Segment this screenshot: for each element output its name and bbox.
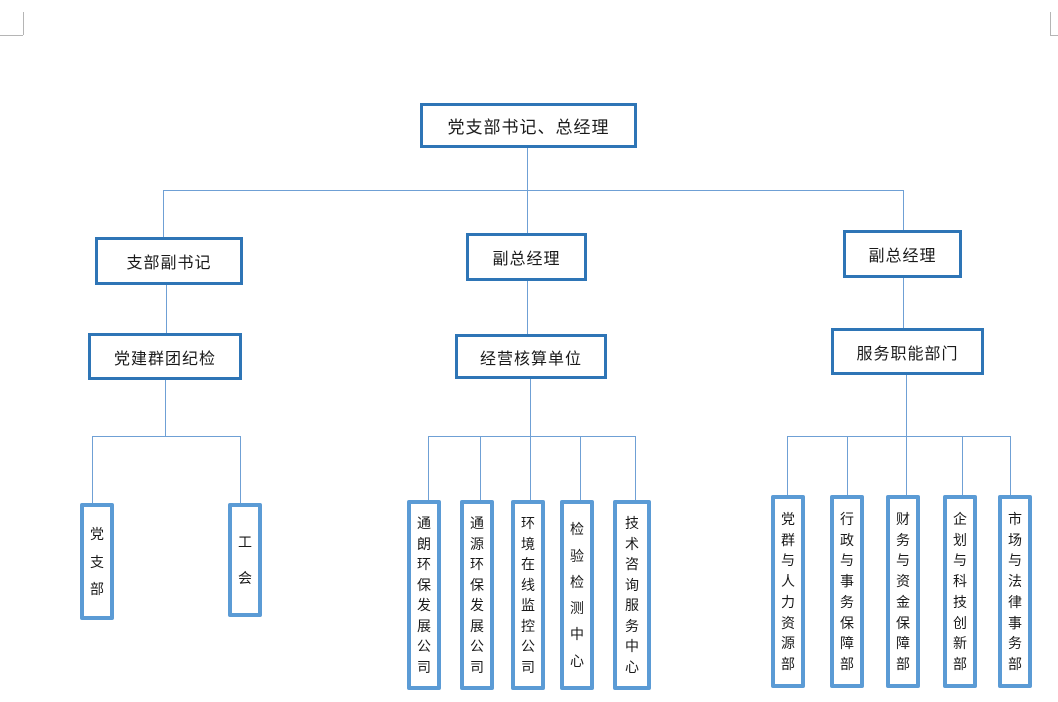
node-label: 服务职能部门: [856, 345, 959, 363]
node-deputy-general-manager-center[interactable]: 副总经理: [466, 233, 587, 281]
connector-line: [787, 436, 1011, 437]
node-business-accounting-units[interactable]: 经营核算单位: [455, 334, 607, 379]
connector-line: [428, 436, 429, 500]
connector-line: [580, 436, 581, 500]
node-admin-affairs-department[interactable]: 行政与事务保障部: [830, 495, 864, 688]
connector-line: [906, 375, 907, 436]
crop-mark-top-left-horizontal: [0, 35, 23, 36]
node-deputy-general-manager-right[interactable]: 副总经理: [843, 230, 962, 278]
node-label: 副总经理: [492, 251, 561, 268]
connector-line: [527, 190, 528, 234]
connector-line: [906, 436, 907, 495]
node-service-function-departments[interactable]: 服务职能部门: [831, 328, 984, 375]
connector-line: [787, 436, 788, 495]
node-labor-union[interactable]: 工会: [228, 503, 262, 617]
connector-line: [480, 436, 481, 500]
node-party-hr-department[interactable]: 党群与人力资源部: [771, 495, 805, 688]
node-technical-consulting-center[interactable]: 技术咨询服务中心: [613, 500, 651, 690]
connector-line: [903, 190, 904, 231]
connector-line: [527, 281, 528, 334]
connector-line: [163, 190, 164, 237]
node-deputy-branch-secretary[interactable]: 支部副书记: [95, 237, 243, 285]
node-online-monitoring-company[interactable]: 环境在线监控公司: [511, 500, 545, 690]
node-inspection-testing-center[interactable]: 检验检测中心: [560, 500, 594, 690]
connector-line: [530, 379, 531, 436]
connector-line: [165, 380, 166, 436]
node-planning-technology-department[interactable]: 企划与科技创新部: [943, 495, 977, 688]
connector-line: [527, 148, 528, 190]
connector-line: [240, 436, 241, 503]
connector-line: [92, 436, 93, 503]
node-label: 支部副书记: [126, 255, 212, 272]
connector-line: [847, 436, 848, 495]
connector-line: [428, 436, 636, 437]
node-party-group-discipline[interactable]: 党建群团纪检: [88, 333, 242, 380]
connector-line: [166, 285, 167, 333]
node-label: 党支部书记、总经理: [447, 118, 610, 137]
crop-mark-top-right-horizontal: [1050, 35, 1058, 36]
connector-line: [530, 436, 531, 500]
node-party-secretary-general-manager[interactable]: 党支部书记、总经理: [420, 103, 637, 148]
crop-mark-top-left-vertical: [23, 12, 24, 35]
connector-line: [163, 190, 904, 191]
node-market-legal-department[interactable]: 市场与法律事务部: [998, 495, 1032, 688]
node-tonglang-environmental-company[interactable]: 通朗环保发展公司: [407, 500, 441, 690]
connector-line: [635, 436, 636, 500]
node-finance-funds-department[interactable]: 财务与资金保障部: [886, 495, 920, 688]
node-tongyuan-environmental-company[interactable]: 通源环保发展公司: [460, 500, 494, 690]
node-label: 副总经理: [868, 248, 937, 265]
connector-line: [92, 436, 241, 437]
connector-line: [962, 436, 963, 495]
connector-line: [903, 278, 904, 329]
crop-mark-top-right-vertical: [1050, 12, 1051, 35]
connector-line: [1010, 436, 1011, 495]
node-label: 党建群团纪检: [113, 350, 216, 368]
node-party-branch[interactable]: 党支部: [80, 503, 114, 620]
node-label: 经营核算单位: [479, 350, 582, 368]
